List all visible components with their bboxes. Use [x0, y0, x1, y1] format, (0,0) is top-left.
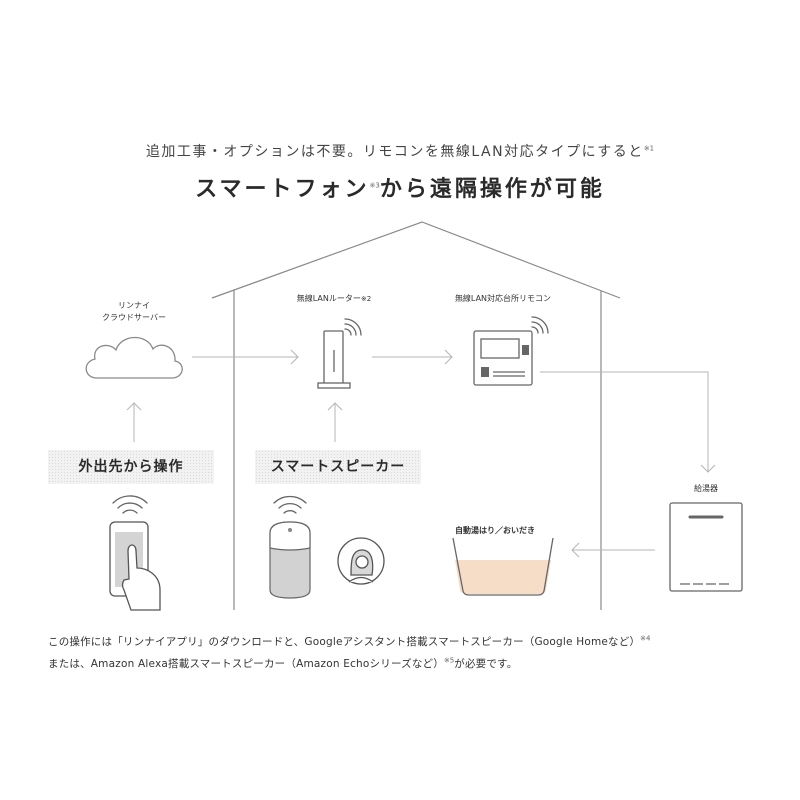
footnote-line2-note: ※5 [443, 656, 455, 665]
footnote-line1-note: ※4 [640, 634, 651, 643]
cloud-label-line1: リンナイ [118, 301, 150, 310]
smartphone-icon [109, 521, 161, 611]
tag-remote-operation: 外出先から操作 [48, 450, 214, 484]
flow-arrows [126, 349, 716, 558]
title-part2: から遠隔操作が可能 [379, 177, 605, 202]
water-heater-icon [669, 502, 743, 592]
footnote-line2-text: または、Amazon Alexa搭載スマートスピーカー（Amazon Echoシ… [48, 658, 444, 670]
title-note: ※3 [369, 181, 380, 190]
title-part1: スマートフォン [195, 177, 370, 202]
bath-label: 自動湯はり／おいだき [455, 526, 535, 535]
footnote-line2-end: が必要です。 [454, 658, 518, 670]
subtitle-note: ※1 [643, 144, 655, 153]
cloud-label-line2: クラウドサーバー [102, 313, 166, 322]
remote-control-icon [473, 330, 533, 386]
bathtub-icon [452, 537, 554, 596]
router-label-note: ※2 [360, 295, 372, 303]
router-label: 無線LANルーター※2 [284, 293, 384, 305]
footnote-line1-text: この操作には「リンナイアプリ」のダウンロードと、Googleアシスタント搭載スマ… [48, 636, 641, 648]
house-outline [211, 221, 621, 610]
remote-label: 無線LAN対応台所リモコン [454, 294, 552, 303]
footnote-line2: または、Amazon Alexa搭載スマートスピーカー（Amazon Echoシ… [48, 656, 517, 671]
water-heater-label: 給湯器 [694, 484, 718, 493]
cloud-icon [85, 336, 183, 379]
router-label-text: 無線LANルーター [296, 294, 361, 303]
wifi-icon [531, 316, 549, 334]
cloud-server-label: リンナイ クラウドサーバー [84, 300, 184, 324]
router-icon [317, 330, 351, 389]
subtitle: 追加工事・オプションは不要。リモコンを無線LAN対応タイプにすると※1 [0, 141, 800, 161]
smart-speaker-icon [269, 521, 311, 599]
page-title: スマートフォン※3から遠隔操作が可能 [0, 171, 800, 203]
wifi-icon [344, 318, 362, 336]
tag-smart-speaker: スマートスピーカー [255, 450, 421, 484]
subtitle-text: 追加工事・オプションは不要。リモコンを無線LAN対応タイプにすると [145, 144, 644, 160]
person-icon [337, 537, 385, 585]
wifi-icon [112, 495, 148, 514]
wifi-icon [273, 495, 307, 514]
footnote-line1: この操作には「リンナイアプリ」のダウンロードと、Googleアシスタント搭載スマ… [48, 634, 650, 649]
